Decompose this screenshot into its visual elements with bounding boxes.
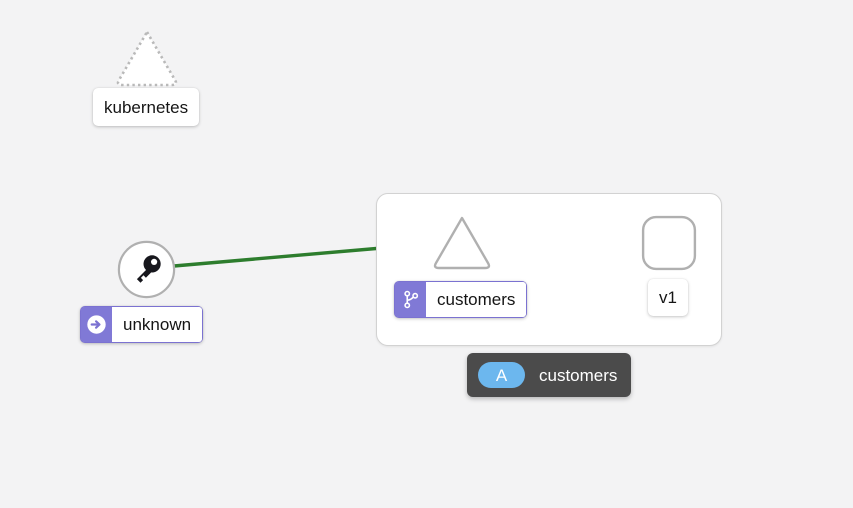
node-label-customers-v1[interactable]: v1 bbox=[648, 279, 688, 316]
node-label-customers-service[interactable]: customers bbox=[394, 281, 528, 318]
tooltip-badge: A bbox=[478, 362, 525, 388]
node-shape-kubernetes[interactable] bbox=[113, 27, 181, 89]
node-label-unknown[interactable]: unknown bbox=[80, 306, 204, 343]
node-label-kubernetes[interactable]: kubernetes bbox=[93, 88, 200, 126]
git-branch-icon bbox=[395, 282, 426, 317]
node-label-unknown-text: unknown bbox=[112, 307, 203, 342]
node-shape-unknown[interactable] bbox=[117, 240, 176, 299]
node-shape-customers-v1[interactable] bbox=[641, 215, 697, 271]
node-shape-customers-service[interactable] bbox=[431, 214, 493, 272]
node-label-customers-v1-text: v1 bbox=[659, 288, 677, 307]
node-label-kubernetes-text: kubernetes bbox=[104, 97, 189, 117]
node-tooltip: A customers bbox=[467, 353, 632, 397]
tooltip-label: customers bbox=[539, 365, 618, 385]
node-label-customers-service-text: customers bbox=[426, 282, 527, 317]
arrow-circle-right-icon bbox=[81, 307, 112, 342]
key-icon bbox=[136, 255, 161, 283]
